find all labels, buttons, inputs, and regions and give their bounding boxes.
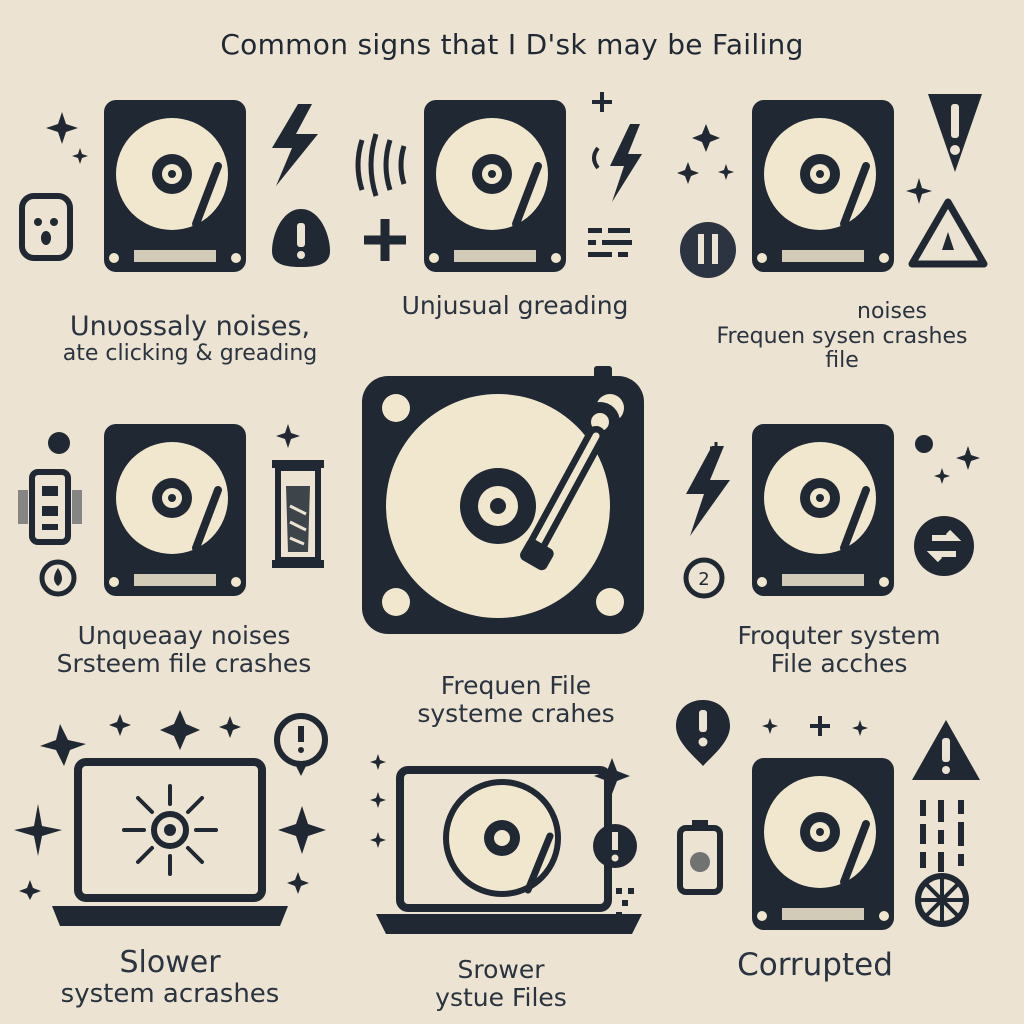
hard-drive-icon [104,424,246,596]
caption-line: Srsteem file crashes [56,649,312,678]
battery-icon [680,222,736,278]
warning-triangle-icon [928,94,982,172]
sparkle-icon [40,710,241,766]
laptop-icon [376,766,642,934]
drop-icon [39,559,77,597]
hard-drive-icon [752,100,894,272]
laptop-icon [52,758,288,926]
warning-triangle-icon [908,198,988,268]
caption-top-center: Unjusual greading [360,292,670,320]
caption-line: File acches [770,649,908,678]
caption-line: systeme crahes [417,699,615,728]
dot-icon [48,432,70,454]
exclamation-badge-icon [593,824,637,868]
caption-line: Srower [457,955,545,984]
sparkle-icon [278,806,326,894]
hard-drive-icon [424,100,566,272]
caption-line: Slower [119,945,221,980]
caption-bottom-left: Slower system acrashes [20,946,320,1009]
info-badge-icon: 2 [683,557,725,599]
hourglass-icon [272,460,324,568]
sound-waves-icon [355,133,407,197]
sparkle-icon [762,716,868,736]
dash-marks-icon [588,228,632,257]
caption-line: Frequen sysen crashes [716,323,968,349]
lightning-icon [686,442,730,536]
warning-triangle-icon [912,720,980,780]
sparkle-icon [14,804,62,900]
svg-text:2: 2 [698,569,709,590]
dash-marks-icon [920,800,964,872]
plus-icon [364,219,406,261]
caption-line: Unυossaly noises, [69,311,311,342]
caption-line: Froquter system [737,621,941,650]
lightning-icon [272,104,318,186]
sparkle-icon [276,424,300,448]
sparkle-icon [594,758,630,794]
caption-line: ystue Files [435,983,567,1012]
battery-icon [677,820,723,895]
caption-mid-left: Unqυeaay noises Srsteem file crashes [14,622,354,678]
sparkle-icon [906,178,932,204]
sparkle-icon [592,92,612,112]
caption-line: Unjusual greading [401,291,629,320]
exclamation-badge-icon [274,713,328,776]
caption-mid-center: Frequen File systeme crahes [356,672,676,728]
hard-drive-icon [752,758,894,930]
plug-face-icon [19,193,73,261]
lightning-icon [592,124,642,202]
caption-top-right: noises Frequen sysen crashes file [660,299,1024,374]
sparkle-icon [370,754,386,848]
dash-marks-icon [616,888,634,918]
hard-drive-icon [362,366,644,634]
sparkle-icon [915,435,980,484]
caption-line: Frequen File [440,671,592,700]
caption-line: Unqυeaay noises [77,621,291,650]
caption-line: Corrupted [737,947,893,983]
caption-top-left: Unυossaly noises, ate clicking & greadin… [10,311,370,367]
caption-line: ate clicking & greading [62,341,318,367]
exclamation-badge-icon [272,209,330,267]
broken-gear-icon [915,873,969,927]
caption-mid-right: Froquter system File acches [674,622,1004,678]
sparkle-icon [677,124,734,184]
exclamation-badge-icon [676,700,730,766]
caption-line: system acrashes [60,978,280,1009]
speaker-icon [18,469,82,545]
hard-drive-icon [104,100,246,272]
caption-line: file [825,348,859,374]
caption-bottom-center: Srower ystue Files [376,956,626,1012]
sparkle-icon [46,112,88,164]
refresh-badge-icon [914,516,974,576]
caption-line: noises [857,299,927,324]
hard-drive-icon [752,424,894,596]
caption-bottom-right: Corrupted [690,948,940,983]
page-title: Common signs that I D'sk may be Failing [220,28,804,61]
